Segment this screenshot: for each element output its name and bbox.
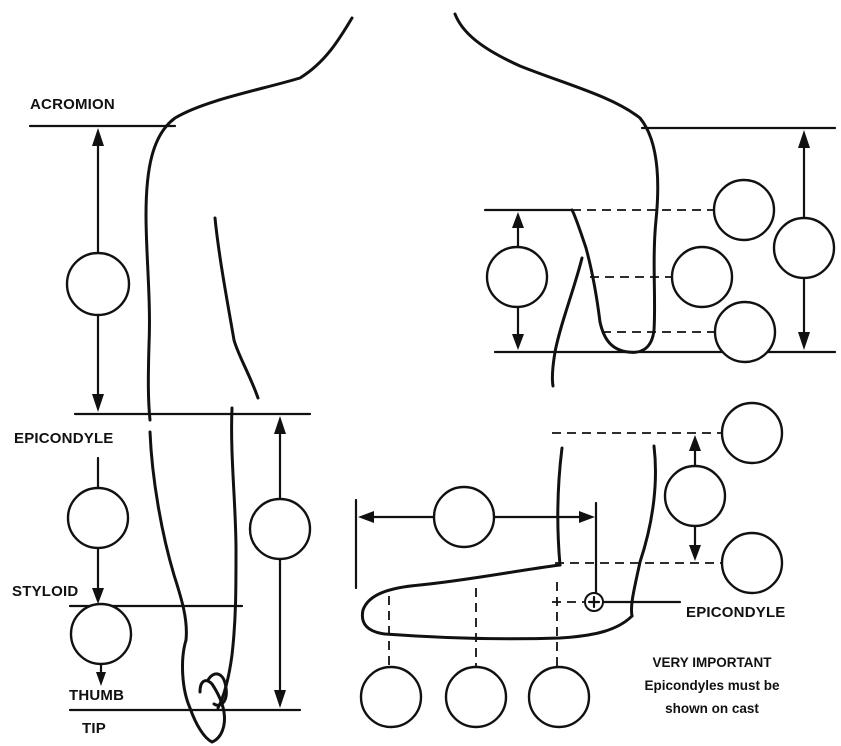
forearm-inner-outline [216,406,238,710]
arrow-up-icon [689,435,701,451]
arrow-down-icon [274,690,286,708]
important-note: VERY IMPORTANT Epicondyles must be shown… [644,655,780,716]
stump-inner-outline [550,256,584,388]
cast-upper-arm-outline-left [556,446,564,567]
stump-length-circle [485,245,549,309]
epicondyle-label: EPICONDYLE [686,604,786,621]
arrow-down-icon [512,334,524,350]
tip-label: TIP [82,720,106,737]
note-line: Epicondyles must be [644,678,780,693]
full-arm-figure: ACROMION EPICONDYLE STYLOID THUMB TIP [12,16,354,744]
note-line: shown on cast [665,701,759,716]
cast-upper-arm-outline-right [630,444,657,618]
arrow-down-icon [92,588,104,604]
acromion-label: ACROMION [30,96,115,113]
circumference-circle-middle [670,245,734,309]
upper-arm-length-circle [65,251,131,317]
arrow-down-icon [689,545,701,561]
note-heading: VERY IMPORTANT [652,655,772,670]
arrow-down-icon [798,332,810,350]
hand-length-circle [69,602,133,666]
forearm-circumference-circle [359,665,423,729]
arrow-up-icon [512,212,524,228]
circumference-circle-upper [712,178,776,242]
thumb-outline [206,672,228,707]
arrow-up-icon [92,128,104,146]
circumference-circle-lower [720,531,784,595]
arrow-right-icon [579,511,595,523]
forearm-circumference-circle [527,665,591,729]
arrow-left-icon [358,511,374,523]
cast-height-circle [663,464,727,528]
arrow-down-icon [96,672,106,686]
circumference-circle-upper [720,401,784,465]
forearm-circumference-circle [444,665,508,729]
cast-forearm-outline [360,563,634,641]
forearm-cast-figure: EPICONDYLE [354,401,786,729]
arrow-up-icon [274,416,286,434]
upper-arm-stump-figure [453,12,837,388]
styloid-label: STYLOID [12,583,78,600]
upper-arm-inner-outline [213,216,260,400]
thumb-label: THUMB [69,687,124,704]
epicondyle-label: EPICONDYLE [14,430,114,447]
cast-length-circle [432,485,496,549]
arrow-down-icon [92,394,104,412]
circumference-circle-lower [713,300,777,364]
hand-outline [181,638,226,744]
lower-arm-length-circle [248,497,312,561]
arrow-up-icon [798,130,810,148]
stump-shoulder-outline [453,12,660,354]
forearm-outer-outline [148,430,188,642]
stump-full-length-circle [772,216,836,280]
shoulder-outline [144,16,354,422]
forearm-length-circle [66,486,130,550]
